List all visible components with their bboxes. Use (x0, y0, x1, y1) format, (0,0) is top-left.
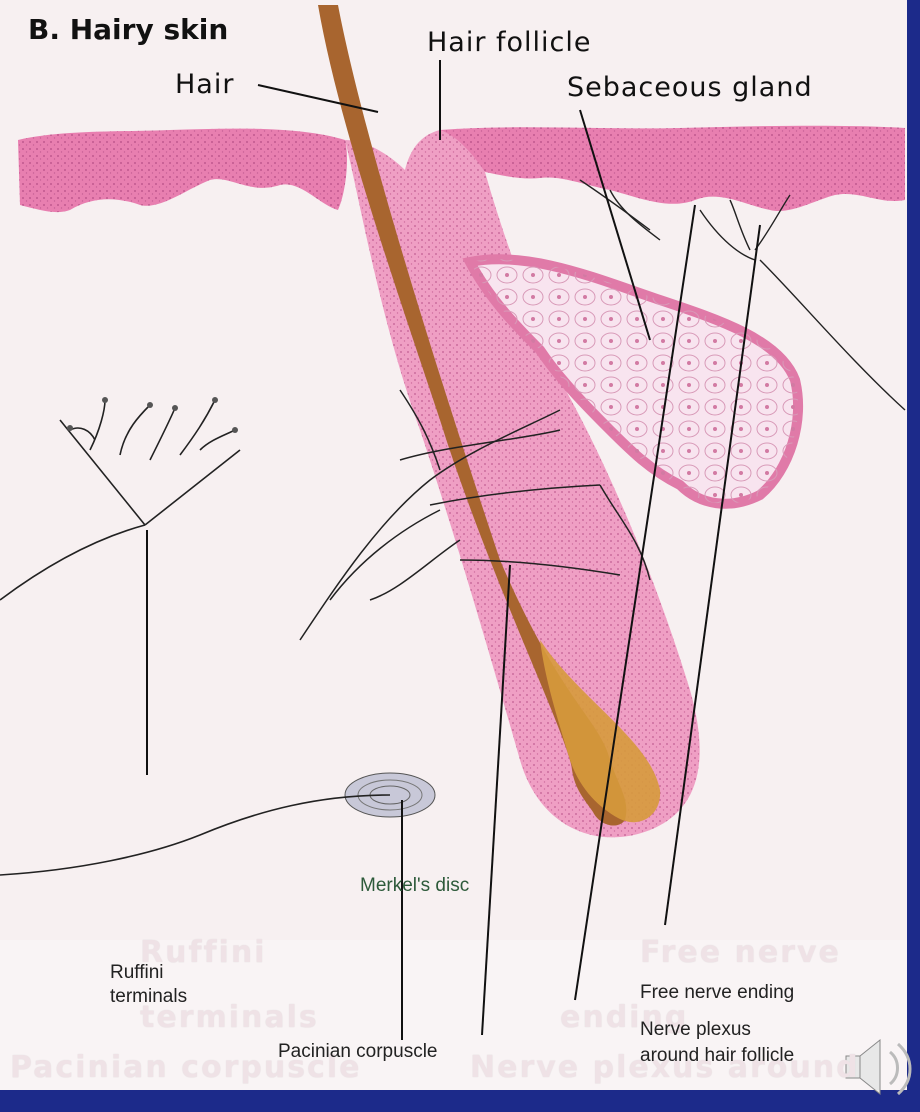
label-nerve-plexus-line2: around hair follicle (640, 1046, 794, 1067)
faded-free-nerve-line1: Free nerve (640, 935, 841, 970)
label-pacinian-corpuscle: Pacinian corpuscle (278, 1042, 437, 1063)
label-ruffini-line2: terminals (110, 987, 187, 1008)
label-hair-follicle: Hair follicle (427, 28, 592, 58)
label-merkels-disc: Merkel's disc (360, 876, 469, 897)
label-ruffini-line1: Ruffini (110, 963, 164, 984)
label-free-nerve-ending: Free nerve ending (640, 983, 794, 1004)
panel-title: B. Hairy skin (28, 15, 228, 46)
label-sebaceous-gland: Sebaceous gland (567, 73, 813, 103)
label-nerve-plexus-line1: Nerve plexus (640, 1020, 751, 1041)
label-hair: Hair (175, 70, 234, 100)
